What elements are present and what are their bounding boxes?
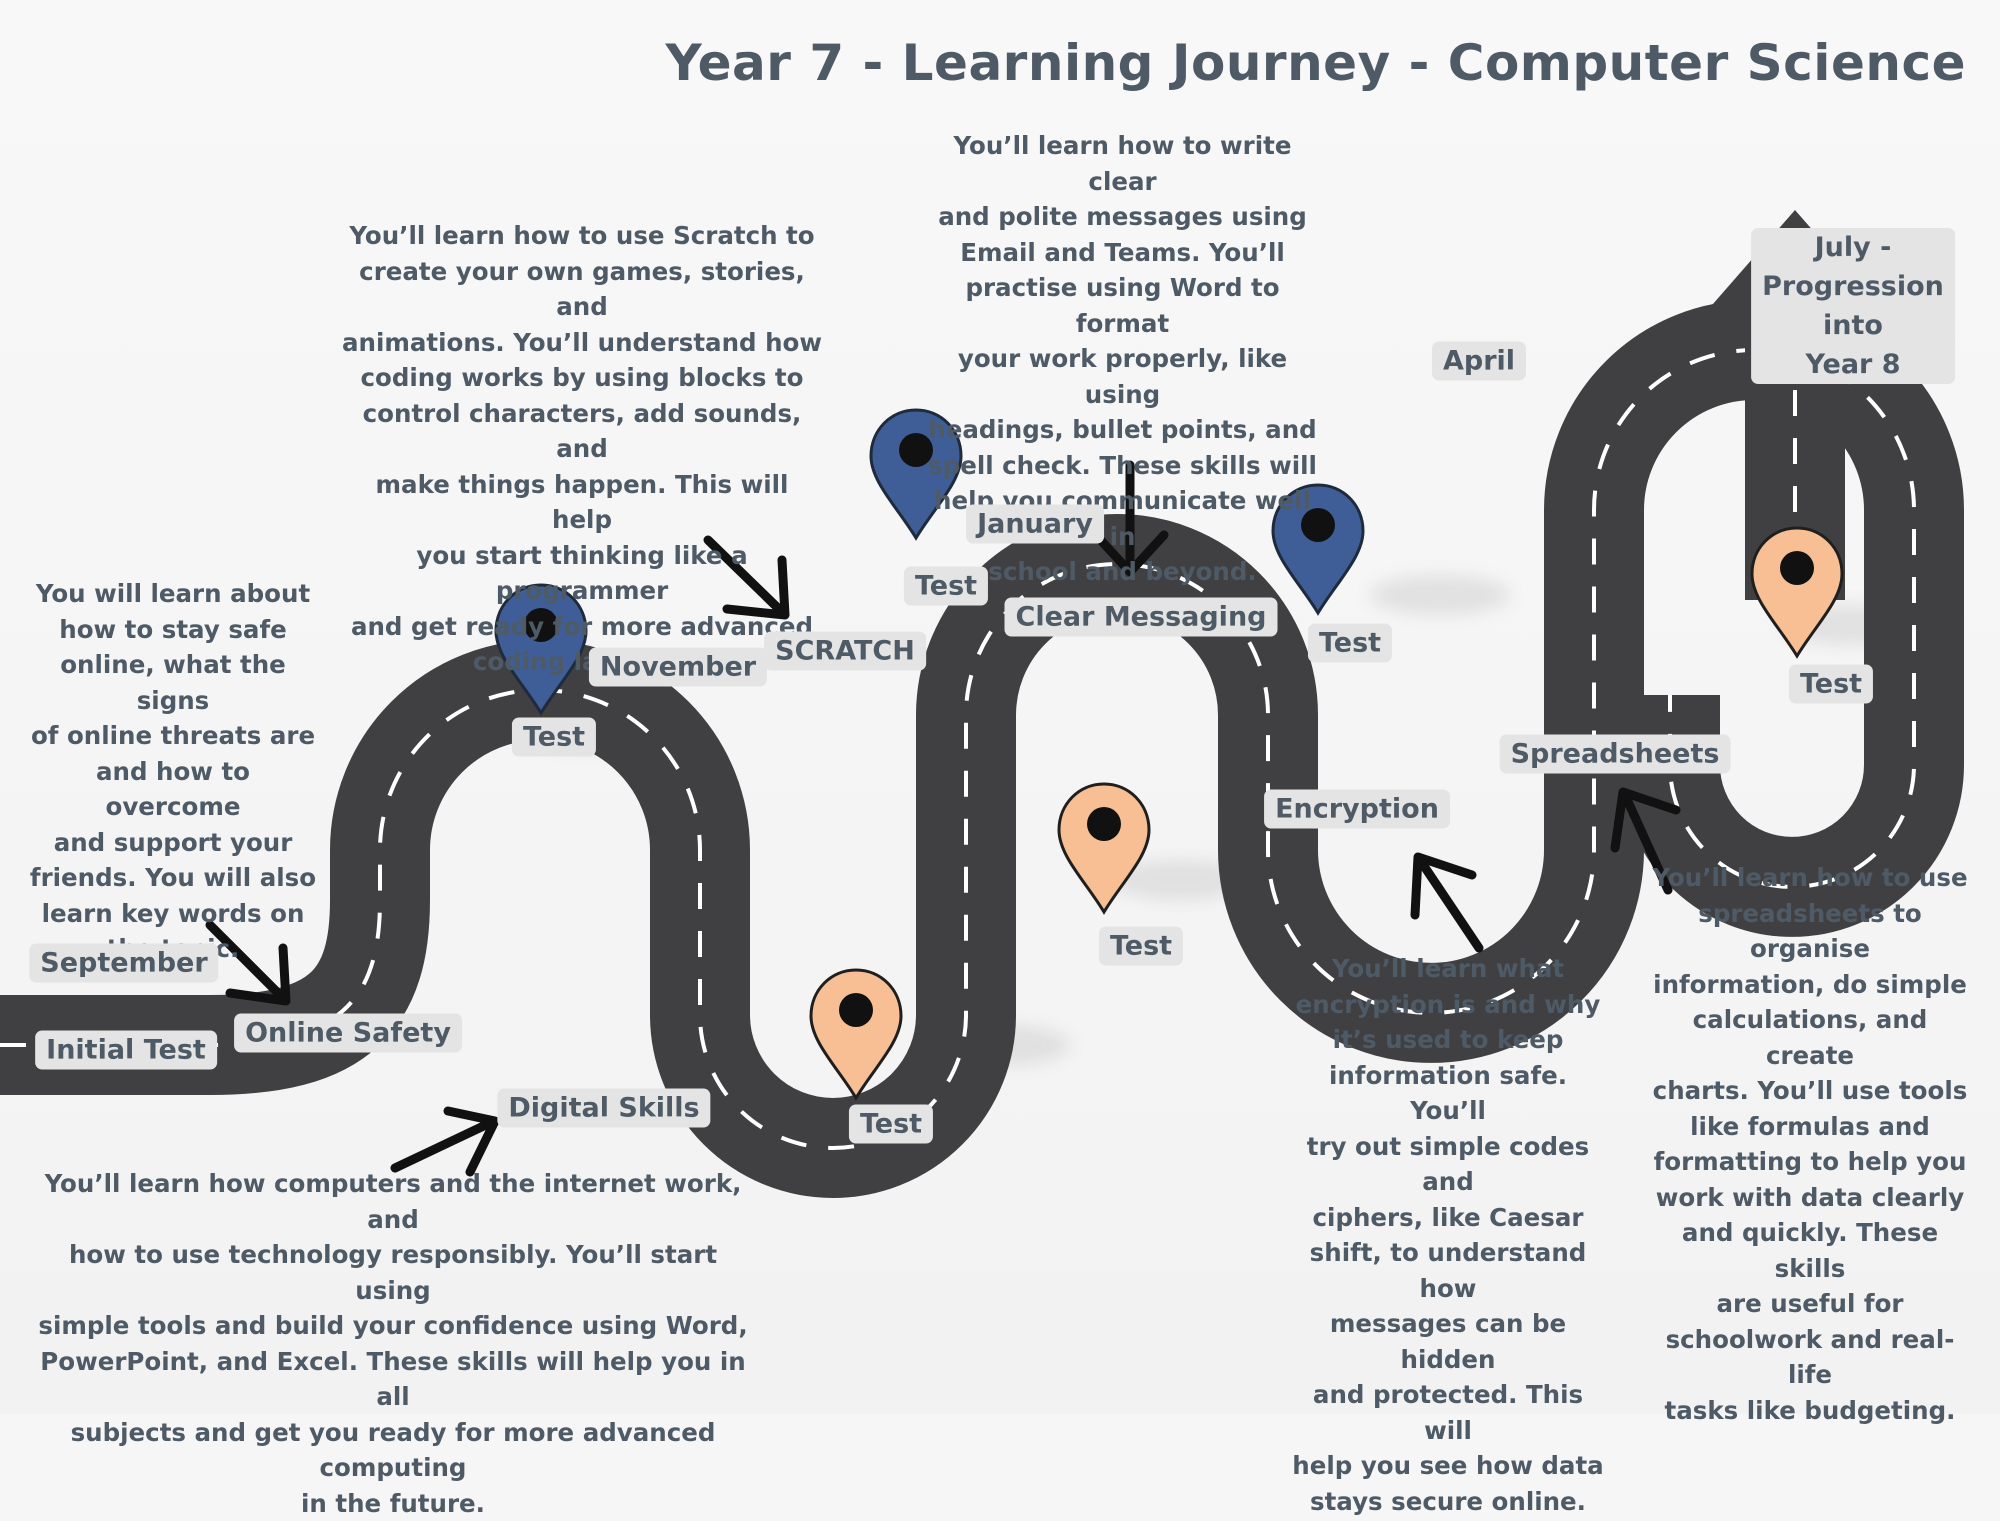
digital-skills-description: You’ll learn how computers and the inter… [38, 1169, 748, 1518]
arrow-to-spreadsheets-icon [1610, 787, 1681, 895]
arrow-to-digital-skills-icon [390, 1106, 500, 1177]
topic-encryption: Encryption [1264, 789, 1450, 829]
test-label-4: Test [1098, 926, 1184, 966]
topic-spreadsheets: Spreadsheets [1499, 734, 1731, 774]
pin-4-icon [1057, 782, 1151, 915]
test-label-5: Test [1307, 623, 1393, 663]
test-label-2: Test [848, 1104, 934, 1144]
online-safety-description: You will learn about how to stay safe on… [29, 579, 317, 963]
pin-5-icon [1271, 483, 1365, 616]
encryption-description: You’ll learn what encryption is and why … [1292, 954, 1604, 1516]
scratch-description: You’ll learn how to use Scratch to creat… [342, 221, 822, 676]
month-september: September [29, 943, 219, 983]
arrow-to-online-safety-icon [205, 920, 291, 1006]
arrow-to-clear-messaging-icon [1091, 460, 1169, 577]
test-label-6: Test [1788, 664, 1874, 704]
topic-digital-skills: Digital Skills [497, 1088, 711, 1128]
pin-3-icon [869, 408, 963, 541]
topic-scratch: SCRATCH [764, 631, 926, 671]
pin-6-icon [1750, 526, 1844, 659]
month-april: April [1431, 341, 1527, 381]
arrow-to-scratch-icon [703, 535, 790, 620]
pin-2-icon [809, 968, 903, 1101]
arrow-to-encryption-icon [1410, 852, 1484, 953]
milestone-initial-test: Initial Test [35, 1030, 217, 1070]
road-center-dashes [0, 348, 1916, 1150]
test-label-3: Test [903, 566, 989, 606]
month-july-progression: July - Progression into Year 8 [1751, 228, 1955, 384]
month-january: January [966, 504, 1104, 544]
page-title: Year 7 - Learning Journey - Computer Sci… [665, 34, 1966, 92]
test-label-1: Test [511, 717, 597, 757]
topic-clear-messaging: Clear Messaging [1004, 597, 1278, 637]
spreadsheets-description: You’ll learn how to use spreadsheets to … [1652, 863, 1968, 1425]
month-november: November [588, 647, 768, 687]
clear-messaging-description: You’ll learn how to write clear and poli… [928, 131, 1317, 586]
pin-1-icon [494, 583, 588, 716]
topic-online-safety: Online Safety [234, 1013, 462, 1053]
